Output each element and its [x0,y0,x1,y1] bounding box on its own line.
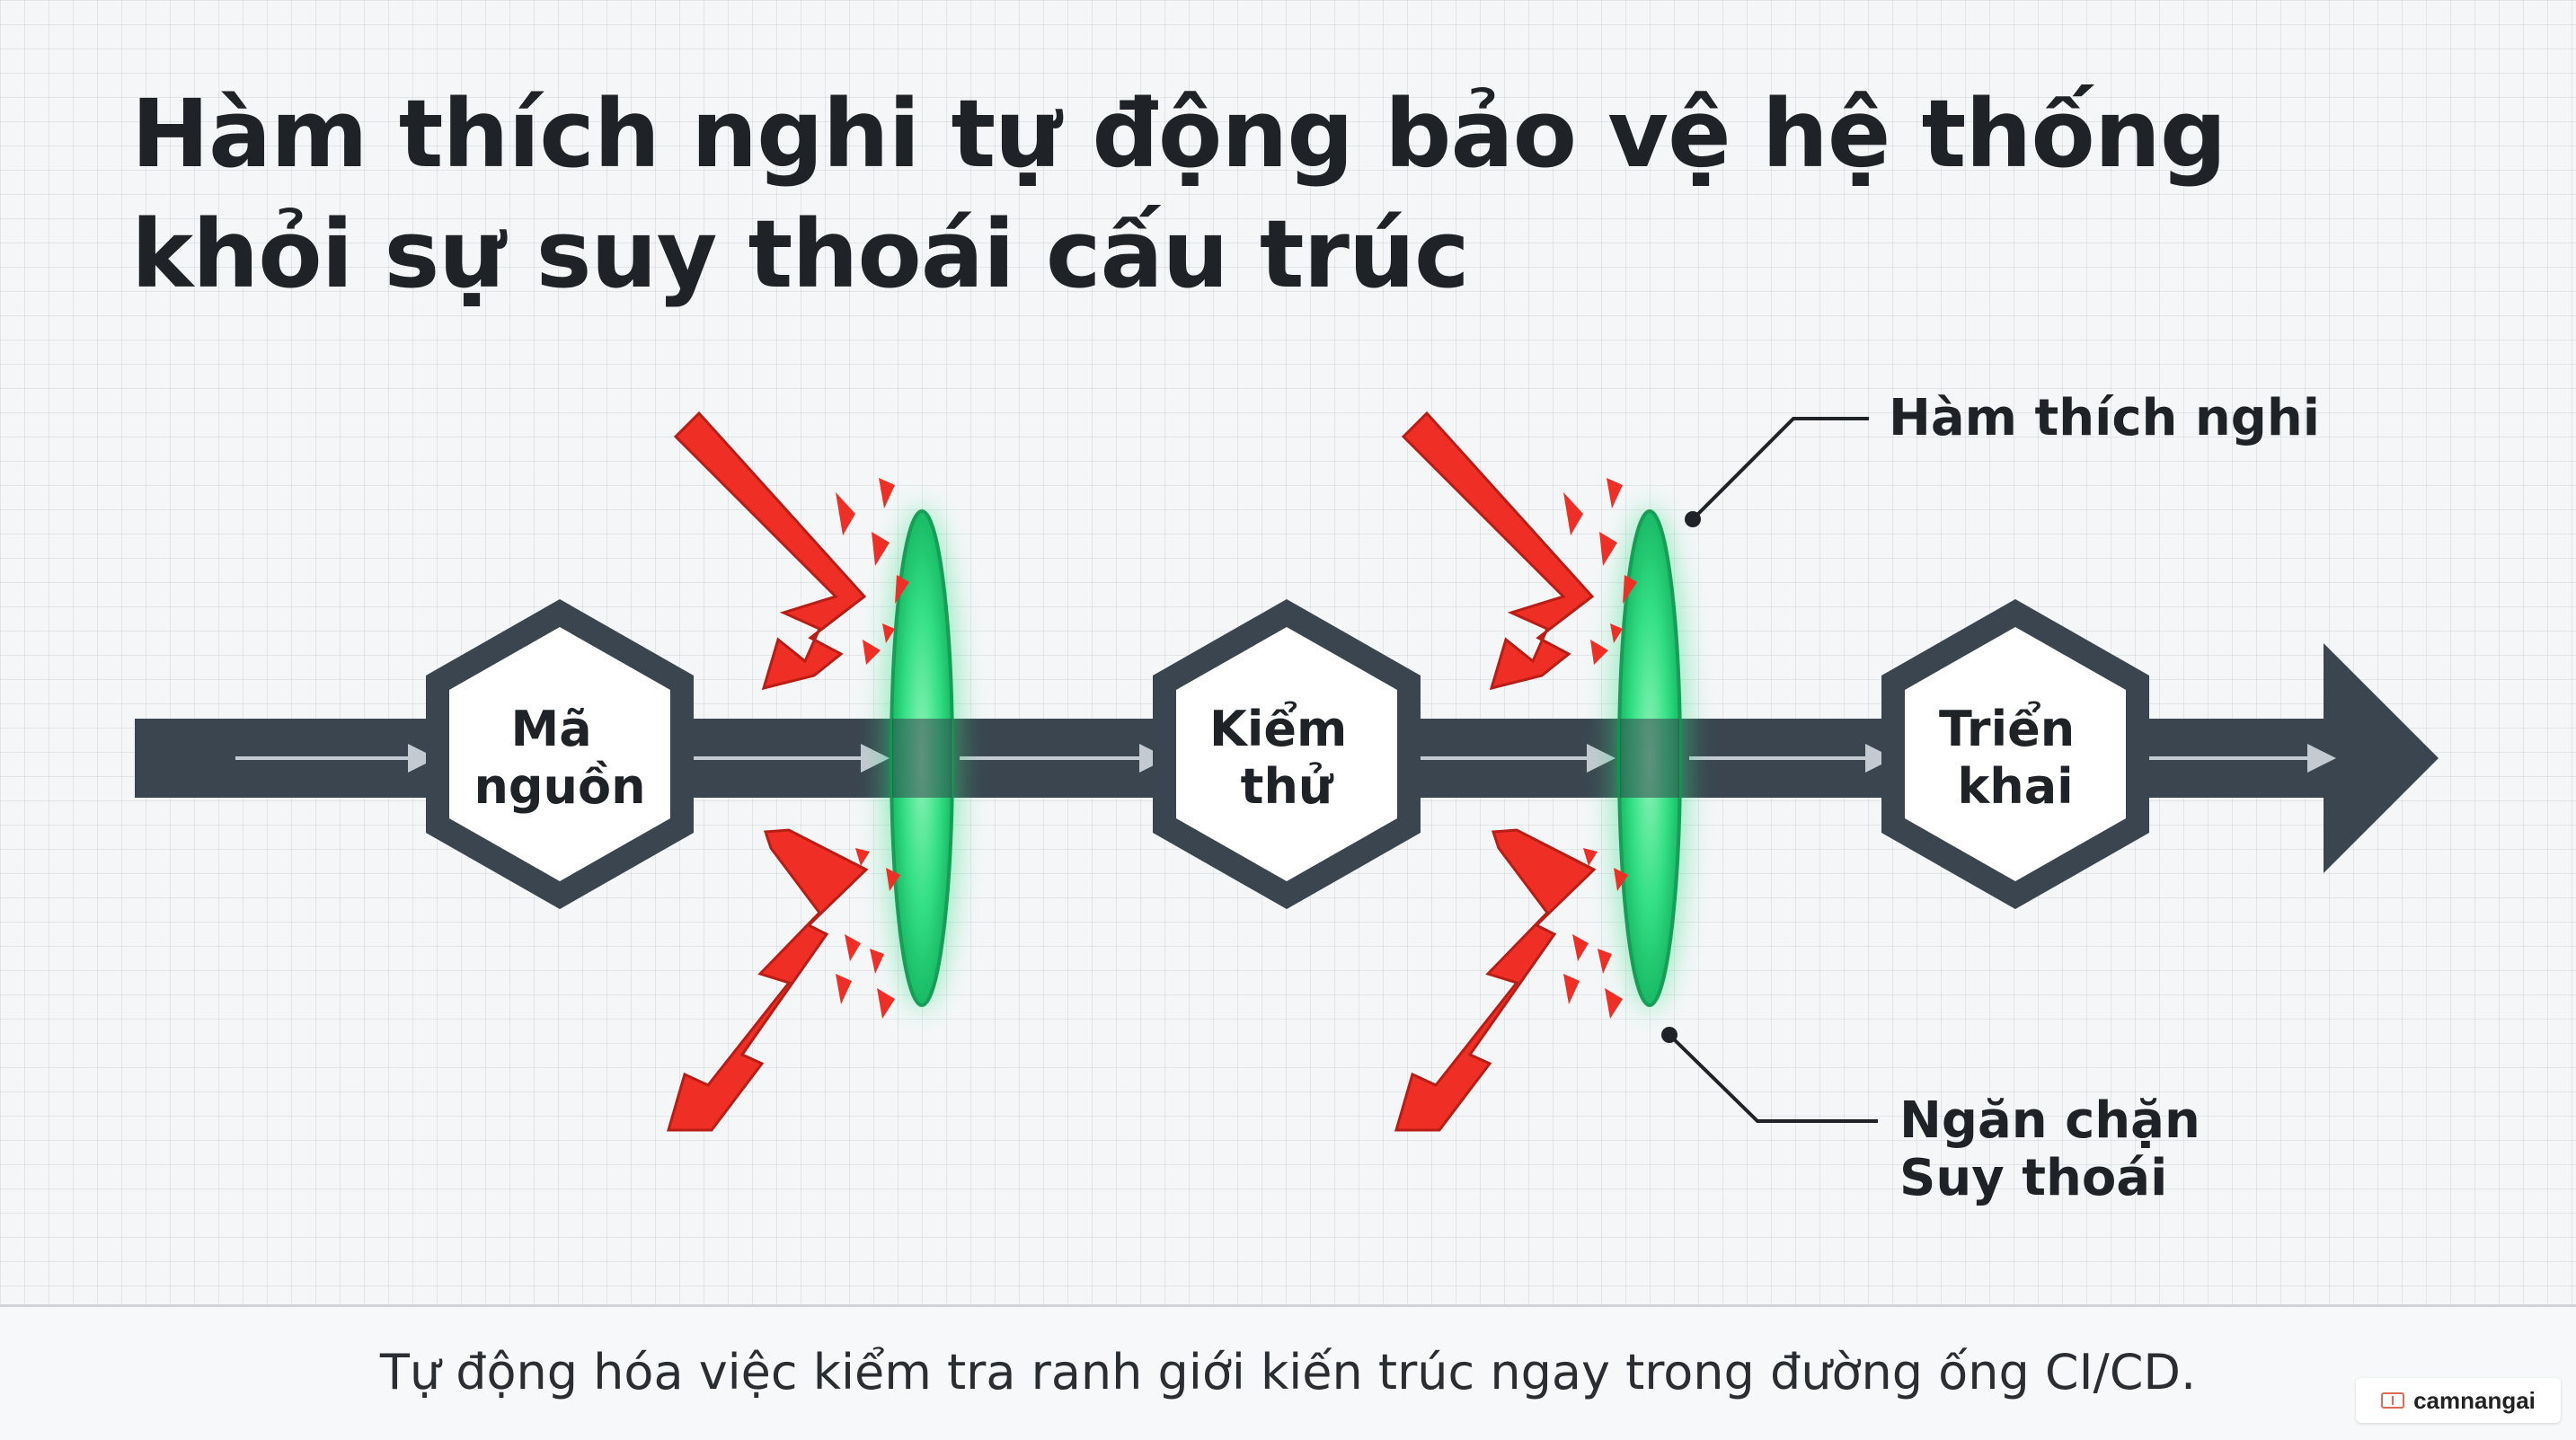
svg-text:Mã nguồn: Mã nguồn [474,701,645,815]
callout-block-degradation: Ngăn chặn Suy thoái [1899,1091,2217,1207]
callout-block-line2: Suy thoái [1899,1149,2167,1207]
callout-leader-adaptive [1685,417,1869,527]
callout-block-line1: Ngăn chặn [1899,1091,2200,1150]
callout-leader-block [1661,1027,1878,1123]
watermark-label: camnangai [2413,1386,2536,1414]
title-line-1: Hàm thích nghi tự động bảo vệ hệ thống [131,79,2226,189]
energy-shield-icon [882,507,961,1010]
lightning-arrow-icon [1394,828,1597,1132]
stage-label-line2: nguồn [474,758,645,815]
book-icon [2381,1392,2405,1409]
caption-bar [0,1304,2576,1440]
energy-shield-icon [1610,507,1689,1010]
pipeline-diagram: Mã nguồn Kiểm thử Triển khai [135,389,2439,1207]
caption-text: Tự động hóa việc kiểm tra ranh giới kiến… [379,1344,2197,1400]
watermark-badge: camnangai [2356,1378,2561,1423]
stage-source-code: Mã nguồn [426,599,694,909]
stage-deploy: Triển khai [1881,599,2149,909]
lightning-arrow-icon [1401,411,1595,691]
stage-label-line2: khai [1957,758,2073,815]
shard-fragments [836,478,1637,1019]
stage-label-line2: thử [1241,758,1334,815]
stage-label-line1: Kiểm [1209,701,1347,757]
callout-adaptive-function: Hàm thích nghi [1889,389,2320,447]
lightning-arrow-icon [673,411,867,691]
lightning-arrow-icon [667,828,869,1132]
svg-text:Kiểm thử: Kiểm thử [1209,701,1364,815]
stage-label-line1: Mã [511,701,592,757]
stage-label-line1: Triển [1939,701,2075,757]
page-title: Hàm thích nghi tự động bảo vệ hệ thống k… [131,74,2377,314]
svg-text:Triển khai: Triển khai [1939,701,2092,815]
stage-testing: Kiểm thử [1153,599,1421,909]
title-line-2: khỏi sự suy thoái cấu trúc [131,199,1470,309]
